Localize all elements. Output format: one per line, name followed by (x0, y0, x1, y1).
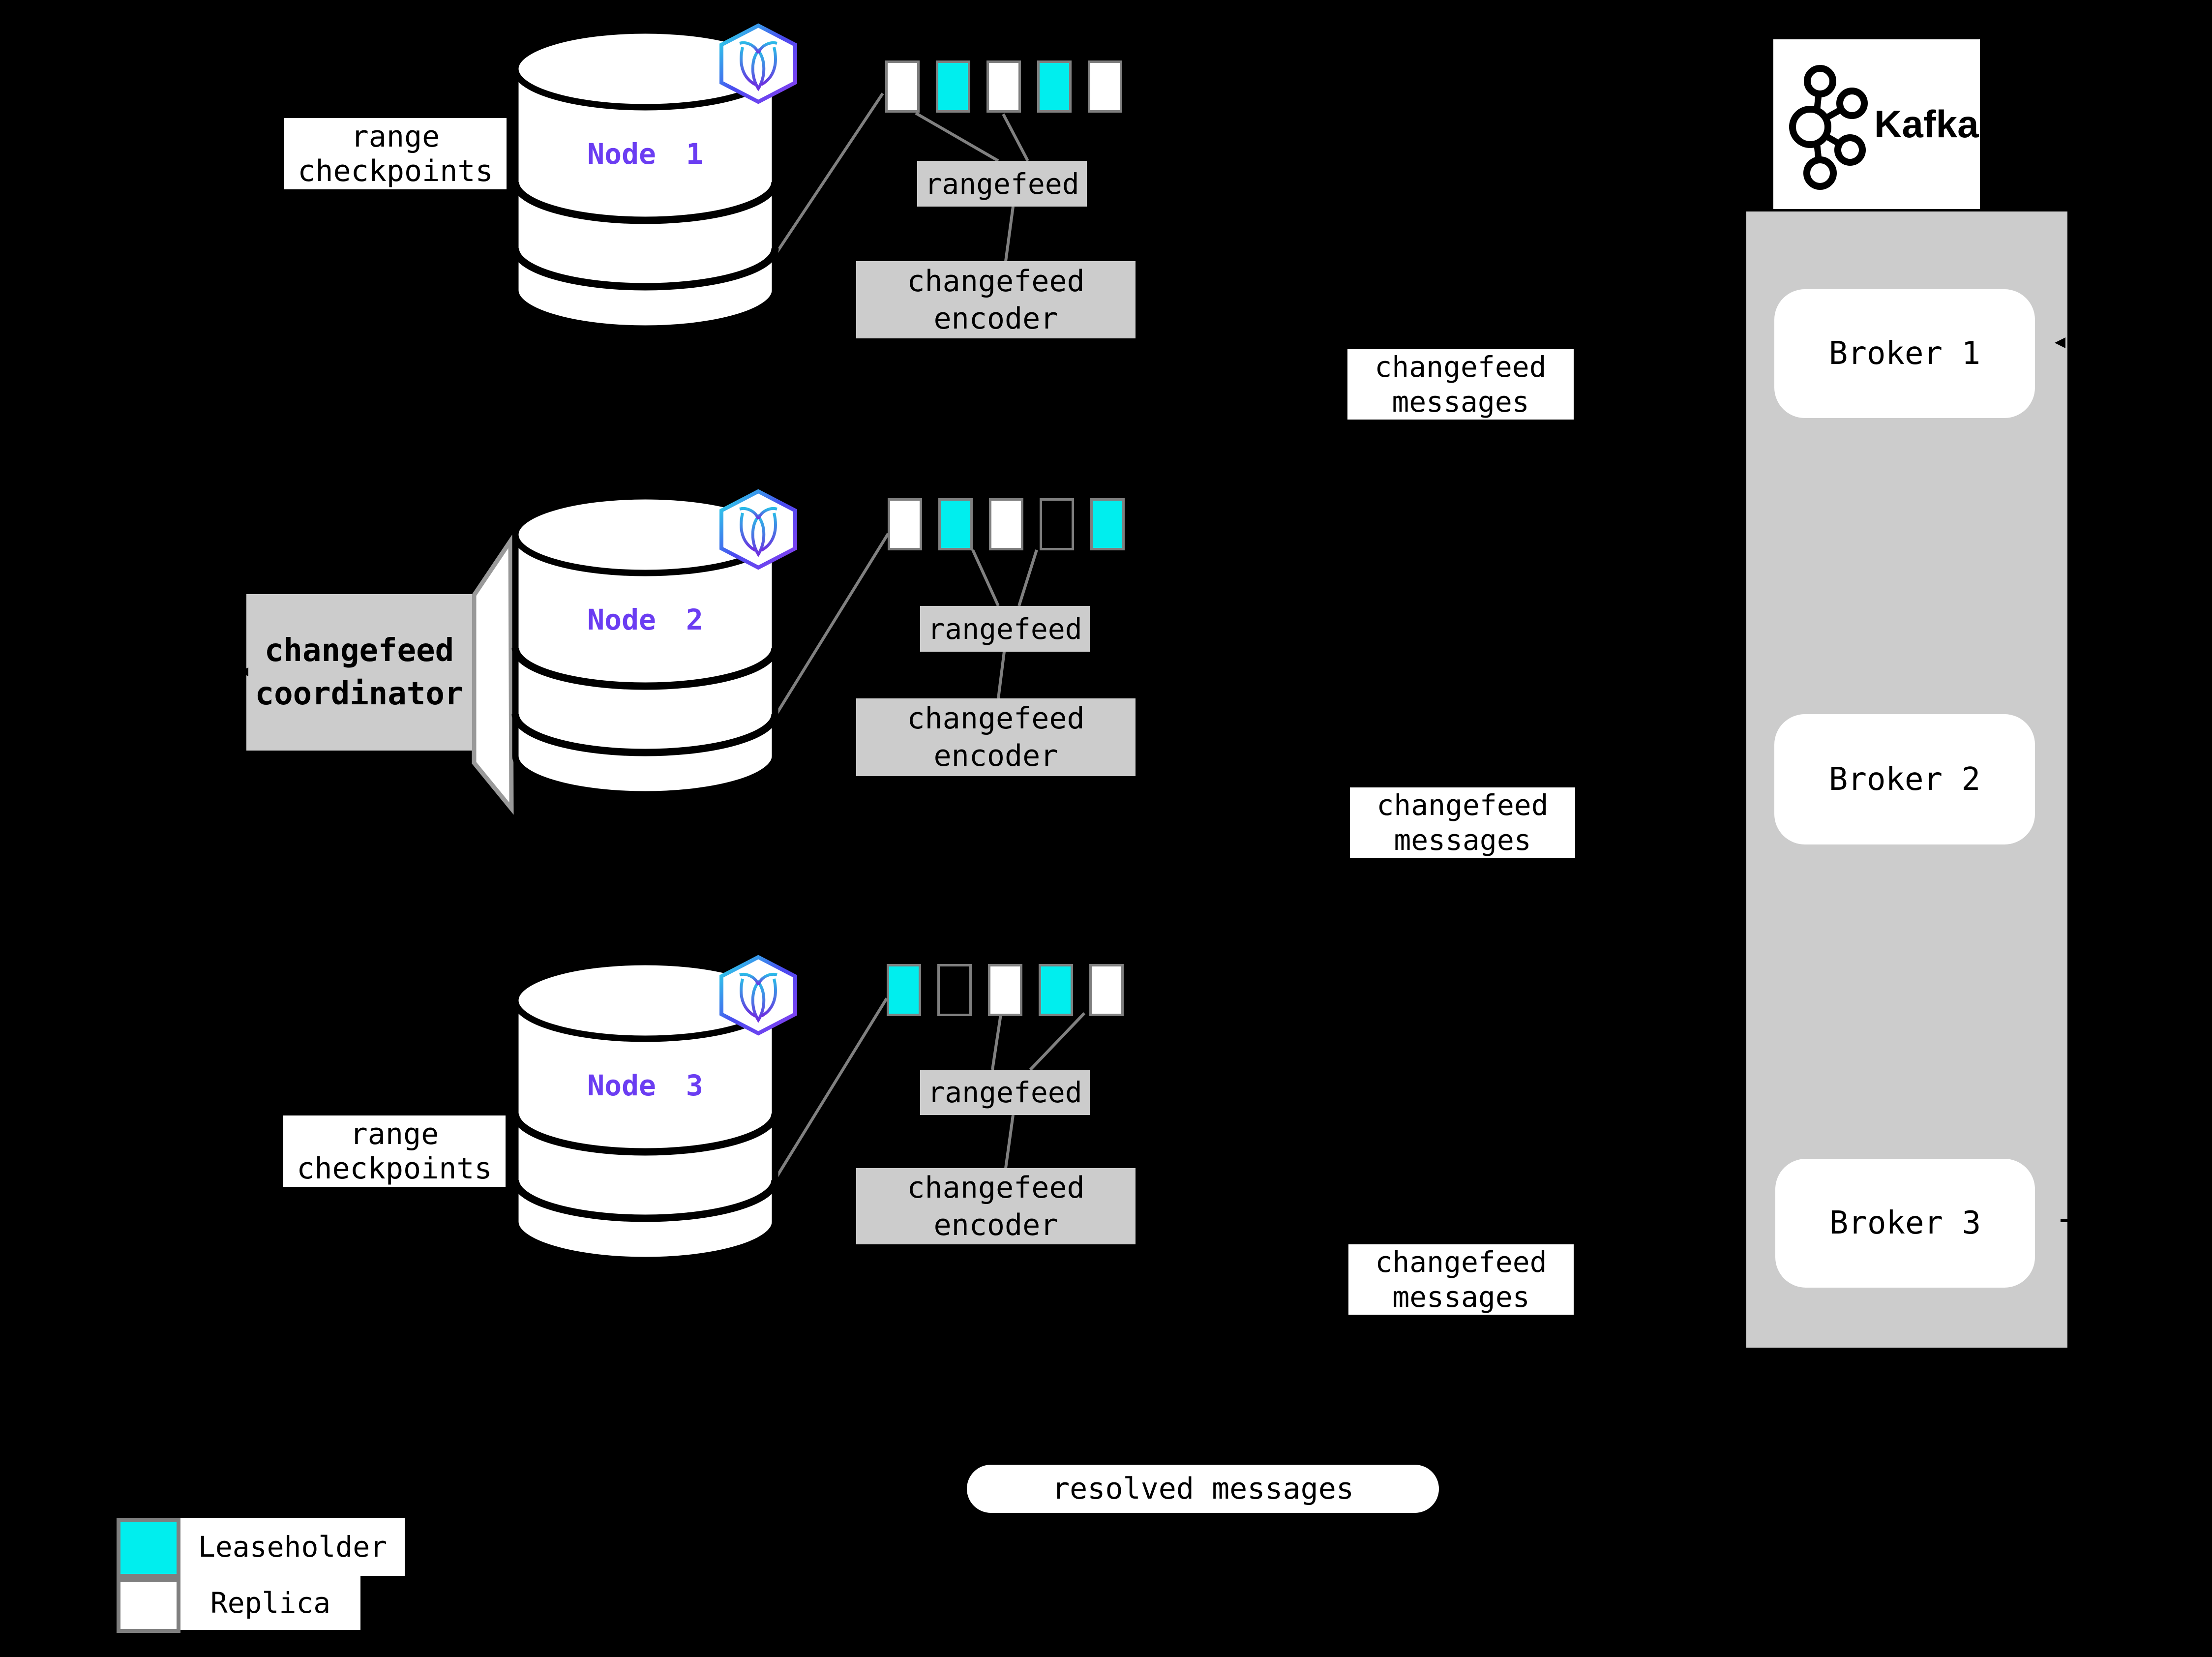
broker-2: Broker 2 (1774, 714, 2035, 844)
legend-leaseholder-label: Leaseholder (180, 1518, 405, 1576)
range-box-empty (1040, 498, 1074, 550)
broker-3: Broker 3 (1775, 1159, 2035, 1288)
connector-lines (773, 92, 1086, 1179)
range-box-leaseholder (938, 498, 973, 550)
range-box-replica (988, 964, 1022, 1016)
coordinator-pointer-shape (472, 534, 514, 815)
node1-range-row (885, 60, 1122, 113)
range-box-replica (1089, 964, 1124, 1016)
node2-label: Node 2 (587, 603, 703, 636)
node3-label: Node 3 (587, 1069, 703, 1102)
changefeed-encoder-label-node1: changefeed encoder (856, 261, 1136, 338)
range-box-leaseholder (1039, 964, 1073, 1016)
range-box-empty (937, 964, 972, 1016)
range-box-replica (885, 60, 920, 113)
changefeed-encoder-label-node2: changefeed encoder (856, 698, 1136, 776)
node-cylinders (511, 27, 779, 1264)
resolved-messages-label: resolved messages (967, 1465, 1439, 1513)
cockroachdb-hexagon-icon (719, 489, 797, 570)
rangefeed-label-node3: rangefeed (920, 1070, 1090, 1115)
changefeed-encoder-label-node3: changefeed encoder (856, 1168, 1136, 1244)
rangefeed-label-node1: rangefeed (917, 161, 1087, 207)
range-checkpoints-label-bottom: range checkpoints (283, 1115, 506, 1187)
range-box-leaseholder (887, 964, 921, 1016)
range-box-replica (986, 60, 1021, 113)
node1-label: Node 1 (587, 137, 703, 171)
kafka-logo-icon (1789, 65, 1868, 190)
cockroachdb-hexagon-icons (719, 23, 797, 1036)
legend-replica-label: Replica (180, 1576, 360, 1630)
node3-cylinder-shape (511, 959, 779, 1264)
range-box-leaseholder (1037, 60, 1072, 113)
broker-1: Broker 1 (1774, 289, 2035, 418)
legend-replica-swatch (117, 1578, 180, 1633)
range-box-leaseholder (936, 60, 970, 113)
rangefeed-label-node2: rangefeed (920, 606, 1090, 652)
cockroachdb-hexagon-icon (719, 23, 797, 104)
node2-cylinder-shape (511, 493, 779, 798)
node1-cylinder-shape (511, 27, 779, 332)
kafka-title: Kafka (1874, 102, 1979, 146)
kafka-header-box: Kafka (1773, 39, 1980, 209)
changefeed-messages-label-3: changefeed messages (1348, 1244, 1574, 1315)
range-box-replica (1088, 60, 1122, 113)
range-box-leaseholder (1090, 498, 1125, 550)
range-box-replica (989, 498, 1023, 550)
cockroachdb-hexagon-icon (719, 955, 797, 1036)
changefeed-messages-label-1: changefeed messages (1347, 349, 1574, 420)
node3-range-row (887, 964, 1124, 1016)
range-checkpoints-label-top: range checkpoints (284, 118, 507, 189)
node2-range-row (888, 498, 1125, 550)
changefeed-messages-label-2: changefeed messages (1350, 787, 1575, 858)
range-box-replica (888, 498, 922, 550)
legend-leaseholder-swatch (117, 1518, 180, 1578)
changefeed-coordinator-label: changefeed coordinator (246, 594, 472, 751)
